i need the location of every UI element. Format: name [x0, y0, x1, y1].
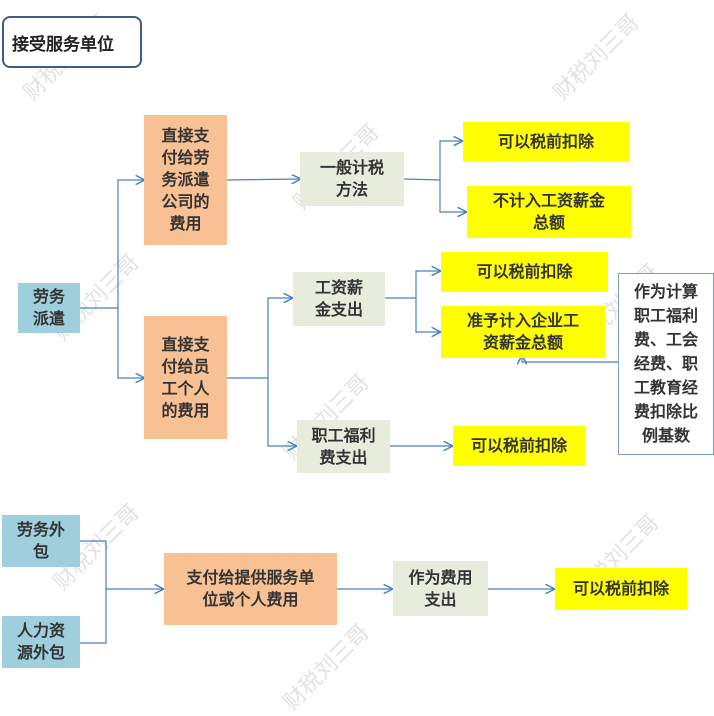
node-deduct-4: 可以税前扣除: [555, 568, 687, 610]
connector-lines: [80, 0, 618, 644]
node-labor-dispatch: 劳务 派遣: [18, 283, 80, 333]
node-pay-provider: 支付给提供服务单 位或个人费用: [164, 553, 337, 625]
node-hr-outsource: 人力资 源外包: [2, 616, 80, 668]
node-pay-agency: 直接支 付给劳 务派遣 公司的 费用: [144, 115, 227, 245]
page-title: 接受服务单位: [2, 16, 142, 68]
node-wage-expense: 工资薪 金支出: [293, 272, 385, 326]
node-labor-outsource: 劳务外 包: [2, 515, 80, 567]
node-deduct-2: 可以税前扣除: [441, 252, 608, 292]
node-deduct-1: 可以税前扣除: [463, 122, 629, 162]
node-welfare-expense: 职工福利 费支出: [297, 420, 390, 473]
node-not-in-wage: 不计入工资薪金 总额: [467, 186, 631, 238]
node-deduct-3: 可以税前扣除: [453, 426, 585, 466]
node-note: 作为计算 职工福利 费、工会 经费、职 工教育经 费扣除比 例基数: [618, 273, 714, 455]
node-pay-staff: 直接支 付给员 工个人 的费用: [144, 316, 227, 439]
node-as-expense: 作为费用 支出: [393, 561, 488, 616]
node-general-tax: 一般计税 方法: [300, 152, 404, 206]
node-count-in-wage: 准予计入企业工 资薪金总额: [441, 306, 605, 358]
